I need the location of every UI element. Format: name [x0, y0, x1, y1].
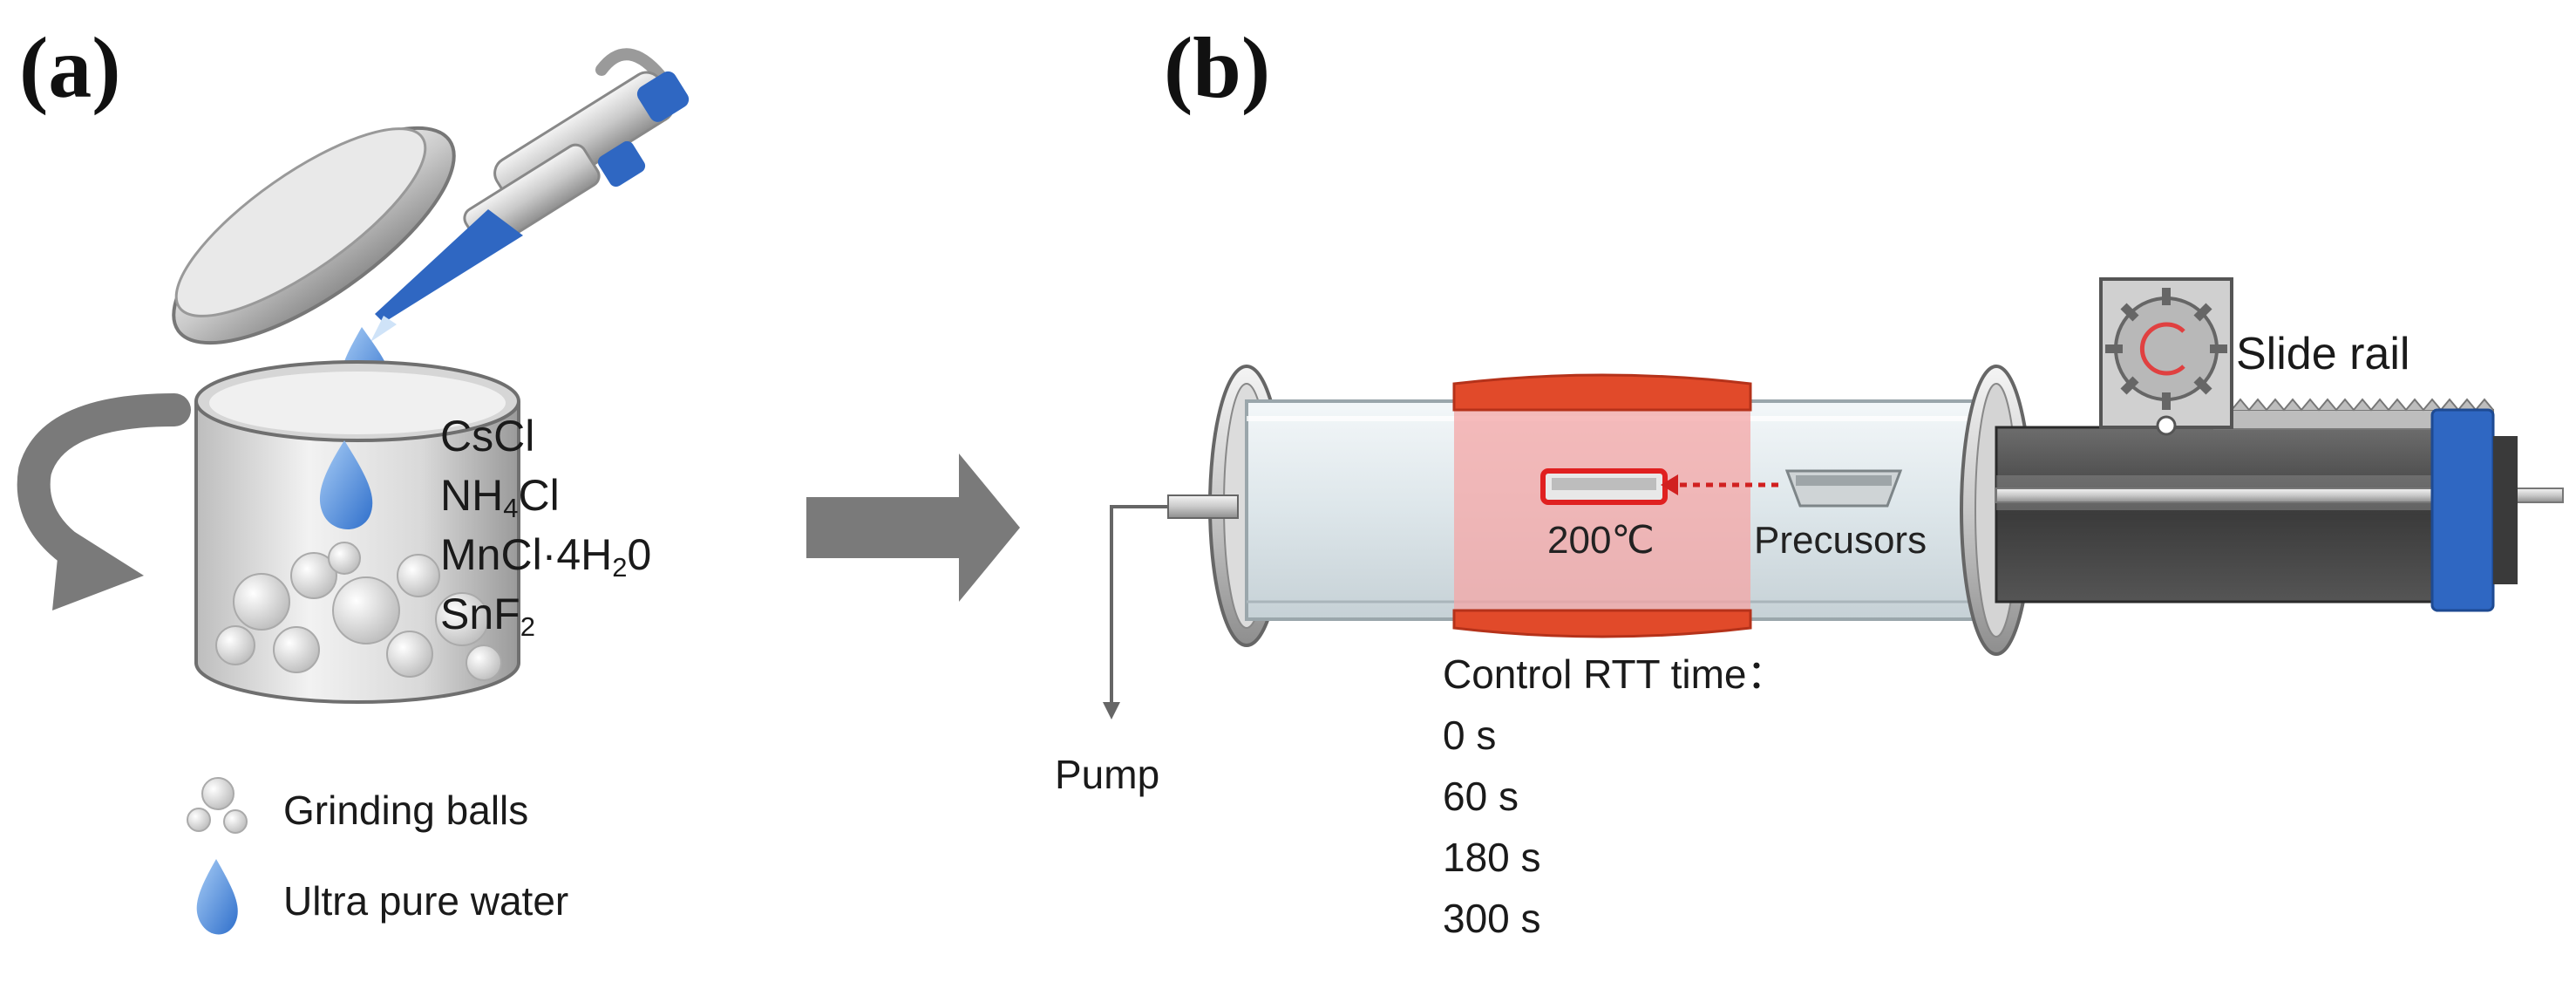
reagent-text: MnCl·4H [440, 530, 613, 579]
reagent-0: CsCl [440, 414, 534, 458]
motor [2430, 408, 2495, 612]
pump-line [1110, 505, 1168, 706]
legend-water-drop-icon [196, 859, 238, 935]
reagent-subscript: 2 [520, 610, 535, 642]
grinding-balls [215, 542, 502, 681]
pump-label: Pump [1055, 752, 1160, 797]
reagent-subscript: 2 [612, 551, 628, 583]
legend-ultra-pure-water: Ultra pure water [283, 878, 569, 924]
reagent-text: SnF [440, 590, 520, 638]
pipette-icon [370, 48, 690, 342]
rtt-furnace-apparatus [1103, 277, 2564, 719]
reagent-text: NH [440, 471, 504, 520]
reagent-text: Cl [518, 471, 560, 520]
reagent-subscript: 4 [503, 492, 519, 523]
rtt-time-item: 60 s [1443, 774, 1519, 819]
reagent-text: 0 [627, 530, 652, 579]
control-rtt-title: Control RTT time： [1443, 651, 1787, 697]
gear-icon [2105, 288, 2227, 410]
rtt-time-item: 180 s [1443, 835, 1541, 880]
slide-rail-label: Slide rail [2236, 329, 2410, 379]
rotation-arrow-icon [17, 393, 191, 610]
reagent-text: CsCl [440, 412, 535, 460]
panel-label-b: (b) [1164, 19, 1271, 116]
heater-top [1452, 373, 1752, 412]
rtt-time-item: 300 s [1443, 896, 1541, 941]
petri-dish-lid [172, 126, 456, 345]
grinding-balls-icon [187, 777, 248, 834]
panel-label-a: (a) [19, 19, 121, 116]
legend-grinding-balls: Grinding balls [283, 788, 529, 833]
reagent-2: MnCl·4H20 [440, 533, 651, 581]
reagent-3: SnF2 [440, 592, 535, 640]
temperature-label: 200℃ [1547, 519, 1655, 562]
process-arrow-icon [806, 453, 1020, 602]
precursors-label: Precusors [1754, 519, 1927, 562]
heat-zone [1454, 410, 1750, 610]
reagent-1: NH4Cl [440, 474, 560, 522]
heater-bottom [1452, 609, 1752, 638]
grinding-jar [194, 360, 520, 704]
rtt-time-item: 0 s [1443, 713, 1497, 758]
